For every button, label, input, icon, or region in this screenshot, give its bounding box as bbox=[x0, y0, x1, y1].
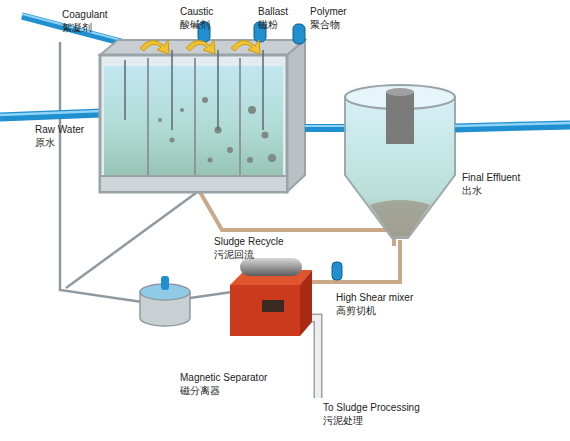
pipe-highlight bbox=[305, 125, 350, 127]
flow-arrows bbox=[140, 40, 260, 54]
pipe-highlight bbox=[455, 123, 570, 126]
tank-water bbox=[104, 66, 283, 176]
floc bbox=[180, 108, 184, 112]
callout-label: Ballast bbox=[258, 6, 288, 18]
callout-label: 磁分离器 bbox=[180, 385, 220, 397]
callout-label: Coagulant bbox=[62, 9, 108, 21]
callout-label: 原水 bbox=[35, 137, 55, 149]
floc-particles bbox=[158, 97, 276, 163]
tank-rim bbox=[100, 40, 305, 55]
callout-label: Caustic bbox=[180, 6, 213, 18]
callout-label: 高剪切机 bbox=[336, 305, 376, 317]
callout-label: 污泥处理 bbox=[323, 415, 363, 427]
flow-arrow bbox=[186, 40, 215, 54]
mixer-shafts bbox=[125, 50, 263, 130]
mixer-shaft bbox=[124, 60, 126, 120]
tank-base bbox=[100, 176, 287, 192]
tank-partition bbox=[147, 58, 149, 178]
callout-label: 磁粉 bbox=[258, 19, 278, 31]
flow-arrow bbox=[231, 40, 260, 54]
callout-label: 出水 bbox=[462, 185, 482, 197]
separator-side bbox=[300, 270, 312, 336]
callout-label: 聚合物 bbox=[310, 19, 340, 31]
floc bbox=[158, 118, 162, 122]
mixer-shaft bbox=[217, 50, 219, 130]
floc bbox=[170, 138, 175, 143]
floc bbox=[202, 97, 208, 103]
floc bbox=[208, 158, 213, 163]
magnetic-drum bbox=[240, 258, 302, 276]
tank-mixer bbox=[161, 276, 169, 290]
coagulant-pipe bbox=[22, 16, 128, 44]
tank-partition bbox=[194, 58, 196, 178]
feedwell bbox=[386, 92, 414, 144]
callout-label: High Shear mixer bbox=[336, 292, 413, 304]
callout-label: Raw Water bbox=[35, 124, 84, 136]
callout-label: Final Effluent bbox=[462, 172, 520, 184]
mixer-shaft bbox=[171, 50, 173, 130]
floc bbox=[268, 154, 276, 162]
return-line bbox=[66, 190, 200, 288]
tank-partition bbox=[239, 58, 241, 178]
polymer-feed bbox=[293, 24, 305, 44]
callout-label: Sludge Recycle bbox=[214, 236, 283, 248]
callout-label: Polymer bbox=[310, 6, 347, 18]
sludge-pipe bbox=[300, 240, 400, 282]
tank-side bbox=[287, 40, 305, 192]
high-shear-mixer bbox=[332, 262, 342, 280]
pipe-highlight bbox=[0, 111, 102, 115]
callout-label: 酸碱剂 bbox=[180, 19, 210, 31]
floc bbox=[262, 132, 269, 139]
separator-plate bbox=[262, 300, 284, 312]
floc bbox=[247, 157, 253, 163]
floc bbox=[248, 106, 256, 114]
floc bbox=[227, 147, 233, 153]
callout-label: To Sludge Processing bbox=[323, 402, 420, 414]
settled-sludge bbox=[370, 200, 430, 236]
feedwell-top bbox=[386, 88, 414, 96]
sludge-out-pipe bbox=[305, 318, 318, 398]
callout-label: 絮凝剂 bbox=[62, 22, 92, 34]
separator-front bbox=[230, 285, 300, 336]
callout-label: Magnetic Separator bbox=[180, 372, 267, 384]
return-line bbox=[190, 292, 232, 298]
flow-arrow bbox=[140, 40, 169, 54]
mixer-shaft bbox=[262, 50, 264, 130]
sludge-out-pipe-edge bbox=[305, 318, 318, 398]
tank-front bbox=[100, 55, 287, 192]
callout-label: 污泥回流 bbox=[214, 249, 254, 261]
transfer-pipe bbox=[305, 124, 350, 132]
